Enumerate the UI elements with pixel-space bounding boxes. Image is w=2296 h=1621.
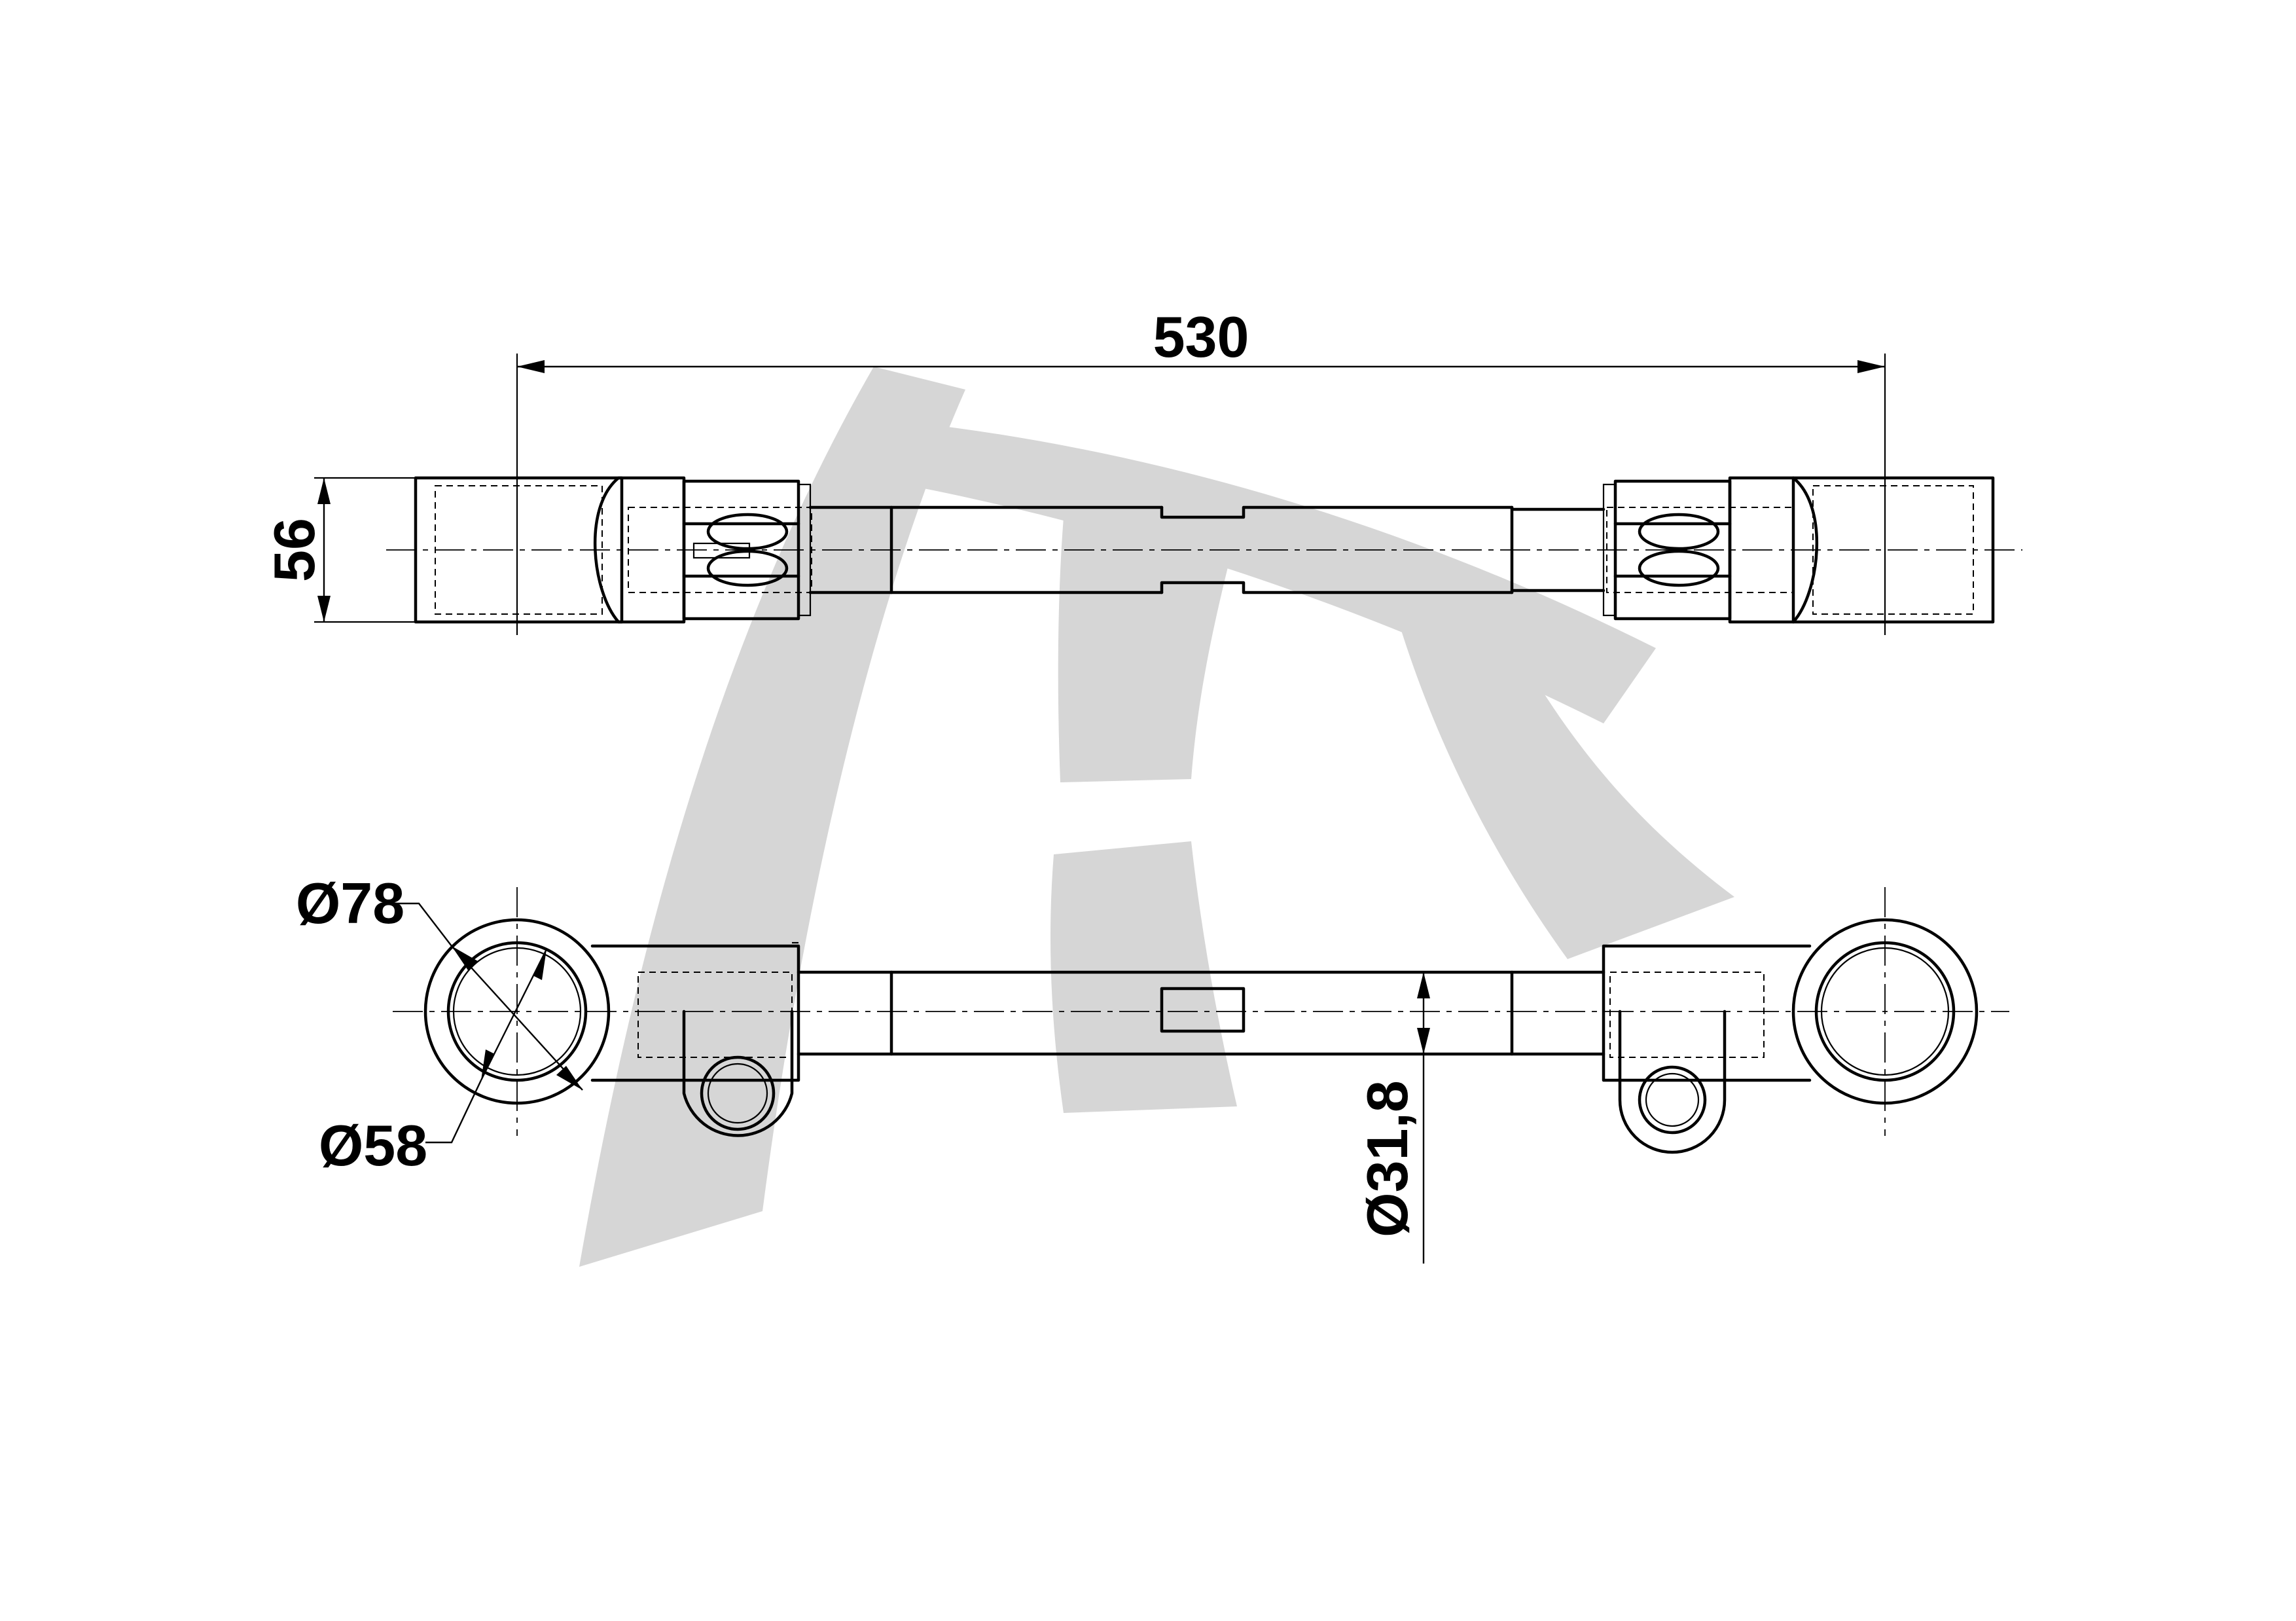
front-left-pin-outer (700, 1055, 776, 1131)
top-left-knuckle (593, 476, 686, 624)
front-view: Ø78 Ø58 Ø31,8 (296, 871, 2009, 1264)
watermark-right-stroke (1401, 628, 1734, 959)
watermark-logo (579, 367, 1734, 1267)
dim-78-leader (451, 945, 583, 1091)
dim-tube-diameter: Ø31,8 (1355, 1080, 1420, 1237)
watermark-stem-upper (1058, 517, 1234, 782)
front-right-ring-inner (1814, 941, 1956, 1082)
front-right-lug (1618, 1010, 1727, 1154)
top-right-clamp-block (1791, 476, 1995, 624)
dim-inner-diameter: Ø58 (319, 1113, 427, 1178)
front-left-lug (682, 1010, 794, 1137)
front-left-ring-outer (423, 918, 611, 1105)
top-right-knuckle (1728, 476, 1819, 624)
front-right-body (1602, 944, 1812, 1082)
watermark-left-stroke (579, 367, 965, 1267)
front-right-pin-outer (1638, 1065, 1707, 1135)
front-center-label-plate (1160, 987, 1246, 1033)
dim-overall-length: 530 (1153, 304, 1249, 369)
top-left-clamp-block (414, 476, 624, 624)
watermark-stem-lower (1050, 841, 1237, 1113)
front-left-ring-inner (446, 941, 588, 1082)
dim-height: 56 (262, 518, 327, 582)
front-right-ring-outer (1791, 918, 1979, 1105)
dim-outer-diameter: Ø78 (296, 871, 404, 936)
top-view: 530 56 (262, 304, 2022, 635)
front-left-body (590, 944, 800, 1082)
